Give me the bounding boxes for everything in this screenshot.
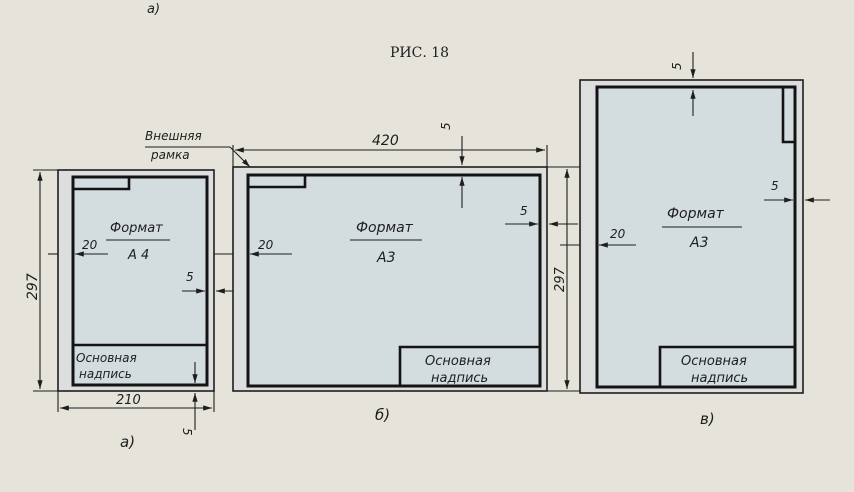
top-caption: а) <box>147 2 160 17</box>
a3-portrait-format-label: Формат <box>667 206 725 222</box>
a3-portrait-format-value: А3 <box>689 235 708 251</box>
a3-landscape-format-value: А3 <box>376 250 395 266</box>
a3-portrait-extra-stamp <box>781 87 795 144</box>
a3-landscape-format-label: Формат <box>356 220 414 236</box>
a3-landscape-margin-top-value: 5 <box>439 122 453 130</box>
figure-title: РИС. 18 <box>390 45 449 61</box>
a3-landscape-margin-left-value: 20 <box>258 238 274 252</box>
a3-portrait-margin-right-value: 5 <box>771 179 779 193</box>
a4-margin-right-value: 5 <box>186 270 194 284</box>
a3-landscape-title-block <box>398 345 540 386</box>
a3-portrait-inner-frame <box>595 85 797 389</box>
a4-width-value: 210 <box>116 393 141 408</box>
a3-landscape-extra-stamp <box>248 175 307 189</box>
a4-margin-left-value: 20 <box>82 238 98 252</box>
a3-portrait-caption: в) <box>700 410 715 428</box>
a4-caption: а) <box>120 433 135 451</box>
a4-inner-frame <box>71 175 209 387</box>
a3-landscape-caption: б) <box>375 406 390 424</box>
a4-margin-bottom-value: 5 <box>180 428 194 436</box>
a4-title-block-line1: Основная <box>76 351 137 365</box>
a3-portrait-margin-left-value: 20 <box>610 227 626 241</box>
outer-frame-label-line1: Внешняя <box>145 129 202 143</box>
a3-portrait-margin-top-value: 5 <box>670 62 684 70</box>
a4-title-block-line2: надпись <box>79 367 132 381</box>
a3-landscape-margin-right-value: 5 <box>520 204 528 218</box>
a3-landscape-title-block-line1: Основная <box>425 354 491 369</box>
a4-format-label: Формат <box>110 221 163 236</box>
a3-portrait-title-block-line2: надпись <box>691 371 748 386</box>
a3-landscape-width-value: 420 <box>372 133 399 149</box>
a4-format-value: А 4 <box>127 248 149 263</box>
a3-landscape-title-block-line2: надпись <box>431 371 488 386</box>
a3-portrait-title-block <box>658 345 795 387</box>
a3-landscape-height-value: 297 <box>553 266 568 292</box>
a4-height-value: 297 <box>25 273 41 300</box>
a3-landscape-inner-frame <box>246 173 542 388</box>
outer-frame-label-line2: рамка <box>150 148 190 162</box>
a3-portrait-title-block-line1: Основная <box>681 354 747 369</box>
a3-landscape-format: Формат А3 Основная надпись 420 5 5 20 б) <box>214 122 578 424</box>
a4-format: Формат А 4 Основная надпись 297 210 20 5… <box>25 169 238 451</box>
a4-extra-stamp <box>73 177 131 191</box>
a3-portrait-format: Формат А3 Основная надпись 5 5 20 в) <box>560 52 830 428</box>
a3-portrait-height-dimension: 297 <box>547 166 580 392</box>
